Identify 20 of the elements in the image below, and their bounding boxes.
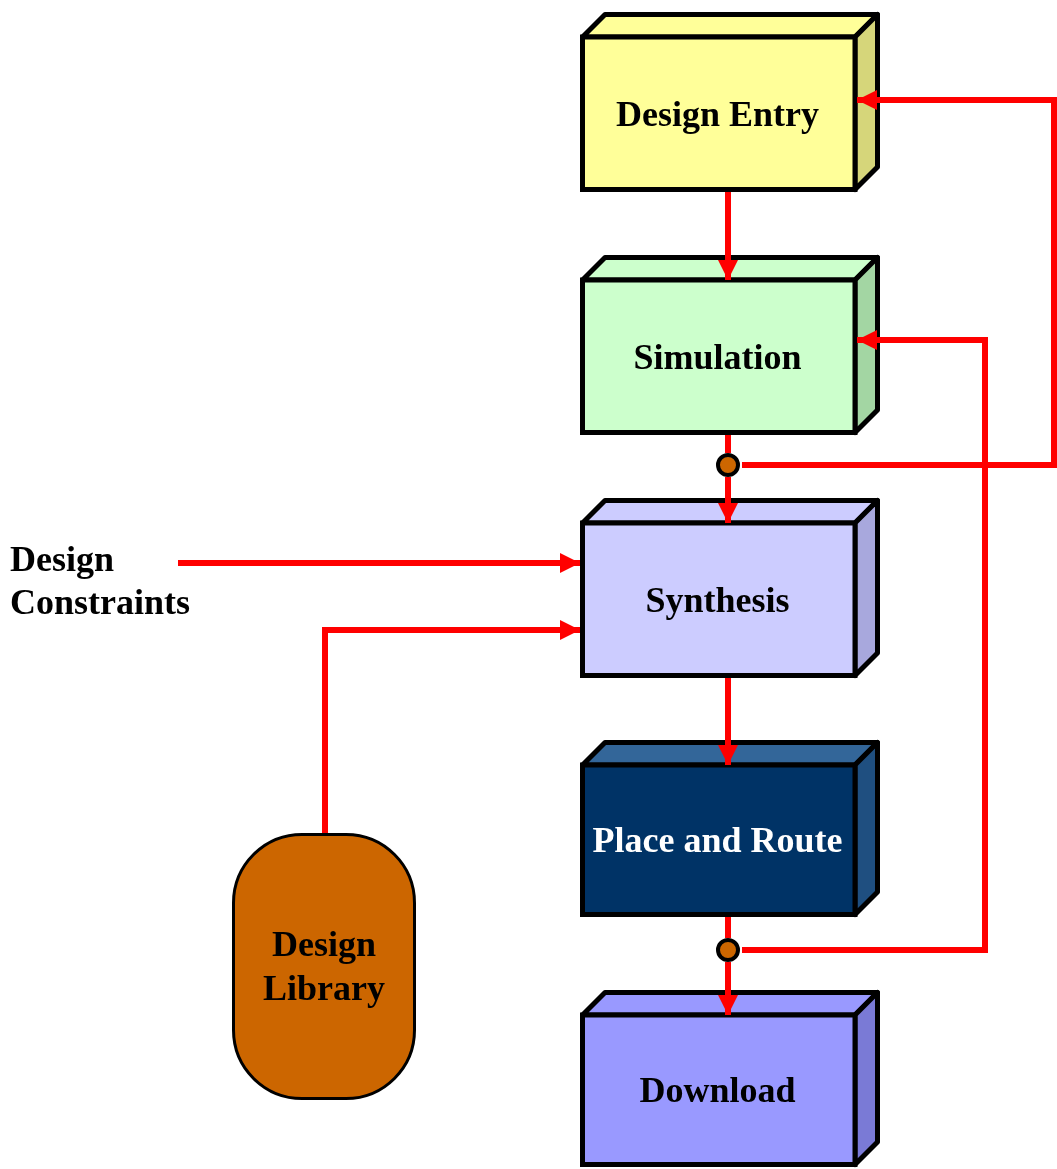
arrow <box>742 330 988 953</box>
block-label: Place and Route <box>592 819 843 863</box>
arrow <box>322 620 580 833</box>
block-label: Download <box>639 1069 796 1113</box>
arrow <box>718 477 738 523</box>
library-cylinder <box>232 833 416 1100</box>
input-label: Design Constraints <box>10 538 192 625</box>
arrow <box>718 192 738 280</box>
arrow <box>742 90 1057 468</box>
arrow <box>718 678 738 765</box>
arrow <box>178 553 580 573</box>
arrow <box>718 962 738 1015</box>
junction-dot <box>716 453 740 477</box>
connector-line <box>725 435 731 453</box>
block-label: Simulation <box>633 335 802 379</box>
connector-line <box>725 917 731 938</box>
block-label: Design Entry <box>616 92 819 136</box>
block-label: Synthesis <box>645 578 790 622</box>
block-label: Design Library <box>262 923 386 1010</box>
junction-dot <box>716 938 740 962</box>
